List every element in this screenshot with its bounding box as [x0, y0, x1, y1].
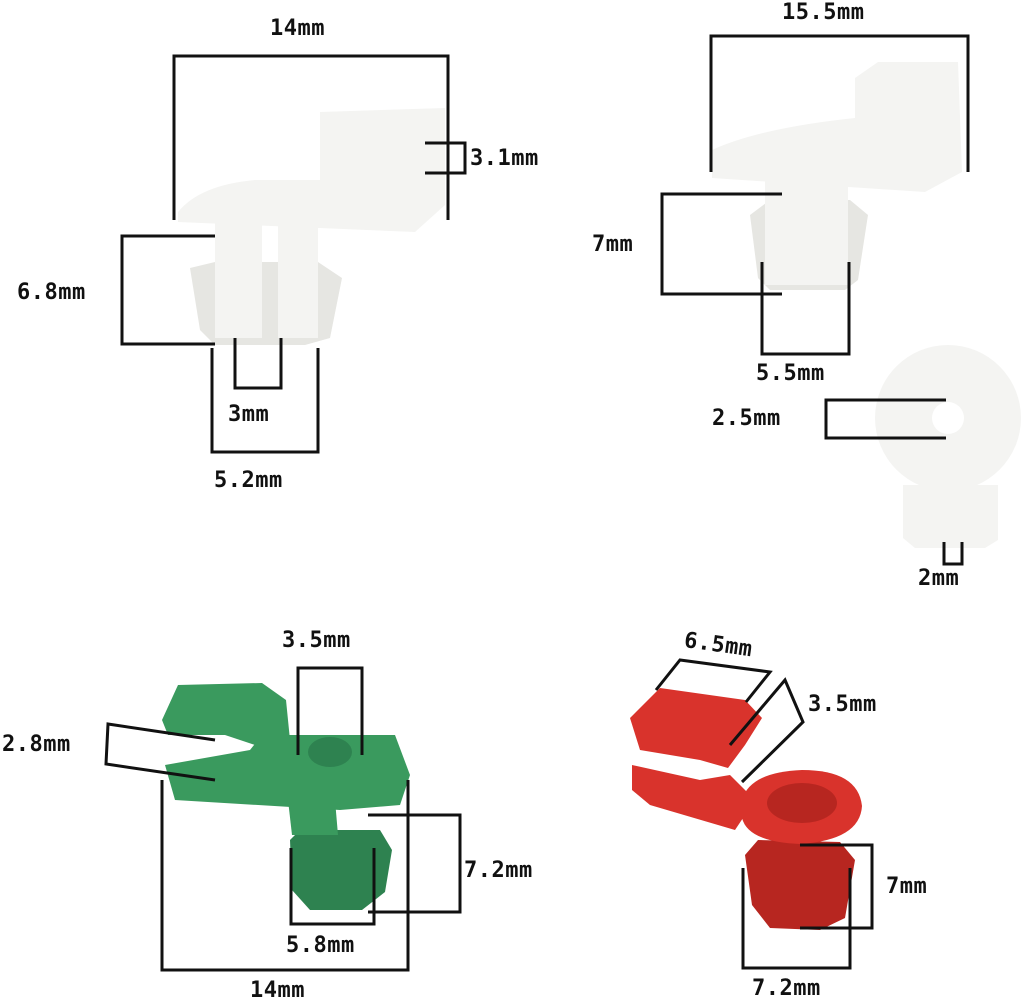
green-clip-height-label: 7.2mm [464, 858, 533, 883]
white-clip-a-body [178, 108, 445, 232]
white-clip-b-width-dim [709, 34, 970, 172]
white-clip-a-shank-width-dim [210, 348, 320, 454]
white-clip-a-slot-label: 3.1mm [470, 146, 539, 171]
green-clip-shank-width-label: 5.8mm [286, 933, 355, 958]
white-clip-b [660, 34, 970, 356]
green-clip-top-slot-dim [296, 666, 364, 755]
red-clip [630, 658, 874, 970]
white-clip-a-shank-right [278, 222, 318, 338]
red-clip-slot-dim [728, 677, 805, 784]
green-clip-width-label: 14mm [250, 978, 305, 1003]
white-ring [824, 345, 1021, 566]
red-clip-shank [745, 840, 855, 930]
green-clip-side-slot-label: 2.8mm [2, 732, 71, 757]
red-clip-shank-width-label: 7.2mm [752, 976, 821, 1001]
white-clip-a-gap-dim [233, 338, 283, 390]
green-clip-side-slot-dim [104, 722, 216, 782]
white-clip-b-width-label: 15.5mm [782, 0, 865, 25]
white-ring-slit-label: 2mm [918, 566, 960, 591]
white-clip-a-shank-cone [190, 262, 342, 345]
white-clip-a-shank-width-label: 5.2mm [214, 468, 283, 493]
red-clip-top-length-dim [654, 658, 773, 703]
white-clip-a [120, 54, 467, 454]
green-clip-height-dim [368, 813, 462, 914]
red-clip-shank-width-dim [741, 868, 852, 970]
white-clip-b-shank [765, 168, 848, 285]
red-clip-hole [767, 783, 837, 823]
red-clip-lower-arm [632, 765, 755, 830]
white-clip-a-slot-dim [425, 141, 467, 175]
red-clip-slot-label: 3.5mm [808, 692, 877, 717]
white-clip-b-shank-width-dim [760, 262, 851, 356]
white-clip-a-height-label: 6.8mm [17, 280, 86, 305]
red-clip-top [630, 688, 762, 768]
green-clip-hole [308, 737, 352, 767]
white-clip-b-height-dim [660, 192, 782, 296]
white-ring-hole-dim [824, 398, 946, 440]
white-clip-a-width-label: 14mm [270, 16, 325, 41]
white-ring-hole [932, 402, 964, 434]
white-clip-b-shank-width-label: 5.5mm [756, 361, 825, 386]
red-clip-height-dim [800, 843, 874, 930]
white-clip-b-body [712, 62, 962, 192]
green-clip-body [165, 735, 410, 810]
white-clip-a-gap-label: 3mm [228, 402, 270, 427]
white-clip-a-height-dim [120, 234, 215, 346]
white-clip-b-height-label: 7mm [592, 232, 634, 257]
white-clip-a-width-dim [172, 54, 450, 220]
white-ring-hole-label: 2.5mm [712, 406, 781, 431]
red-clip-height-label: 7mm [886, 874, 928, 899]
green-clip [104, 666, 462, 972]
white-ring-stem [903, 485, 998, 548]
white-ring-slit-dim [942, 542, 964, 566]
green-clip-shank-width-dim [289, 848, 376, 926]
white-clip-a-shank-left [215, 222, 262, 338]
green-clip-neck [288, 800, 338, 835]
green-clip-shank [290, 830, 392, 910]
green-clip-width-dim [160, 780, 410, 972]
green-clip-top-slot-label: 3.5mm [282, 628, 351, 653]
green-clip-top-hook [162, 683, 290, 745]
